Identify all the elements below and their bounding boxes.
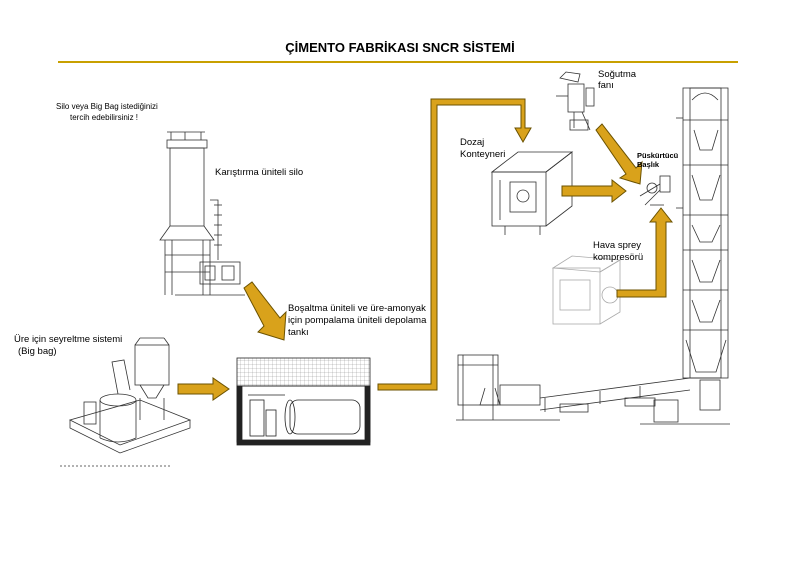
label-urea-system-2: (Big bag) (18, 346, 57, 357)
page-title: ÇİMENTO FABRİKASI SNCR SİSTEMİ (285, 40, 515, 55)
arrow-bigbag-to-tank (177, 377, 230, 401)
label-dosing-1: Dozaj (460, 137, 485, 148)
label-storage-3: tankı (288, 327, 309, 338)
label-storage-1: Boşaltma üniteli ve üre-amonyak (288, 303, 426, 314)
label-cooling-1: Soğutma (598, 69, 637, 80)
label-compressor-2: kompresörü (593, 252, 644, 263)
silo-note-line-1: Silo veya Big Bag istediğinizi (56, 102, 158, 111)
spray-nozzle-drawing (639, 175, 671, 206)
label-cooling-2: fanı (598, 80, 614, 91)
silo-note-line-2: tercih edebilirsiniz ! (70, 113, 139, 122)
arrow-silo-to-tank (243, 281, 287, 341)
tank-roof (236, 357, 371, 387)
storage-tank (289, 399, 361, 435)
label-storage-2: için pompalama üniteli depolama (288, 315, 427, 326)
arrow-dosing-to-nozzle (561, 178, 627, 204)
silo-body (169, 147, 205, 227)
arrow-compressor-to-nozzle (616, 207, 674, 298)
label-urea-system-1: Üre için seyreltme sistemi (14, 334, 123, 345)
preheater-tower-drawing (676, 87, 729, 379)
big-bag-frame (134, 344, 170, 386)
compressor-drawing (551, 255, 622, 325)
urea-dilution-drawing (60, 337, 192, 467)
flow-arrows (177, 98, 674, 401)
dosing-container-drawing (490, 151, 574, 235)
arrow-tank-to-dosing (377, 98, 532, 391)
label-dosing-2: Konteyneri (460, 149, 506, 160)
label-mixing-silo: Karıştırma üniteli silo (215, 167, 304, 178)
mixing-unit (199, 261, 241, 285)
cooling-fan-drawing (556, 71, 595, 131)
kiln-line-drawing (456, 354, 730, 425)
arrow-fan-to-nozzle (595, 123, 643, 185)
silo-top-rail (166, 139, 208, 149)
label-nozzle-2: Başlık (637, 160, 660, 169)
label-compressor-1: Hava sprey (593, 240, 642, 251)
label-nozzle-1: Püskürtücü (637, 151, 679, 160)
title-underline (58, 61, 738, 63)
mixing-silo-drawing (159, 131, 245, 296)
storage-tank-drawing (236, 357, 371, 446)
